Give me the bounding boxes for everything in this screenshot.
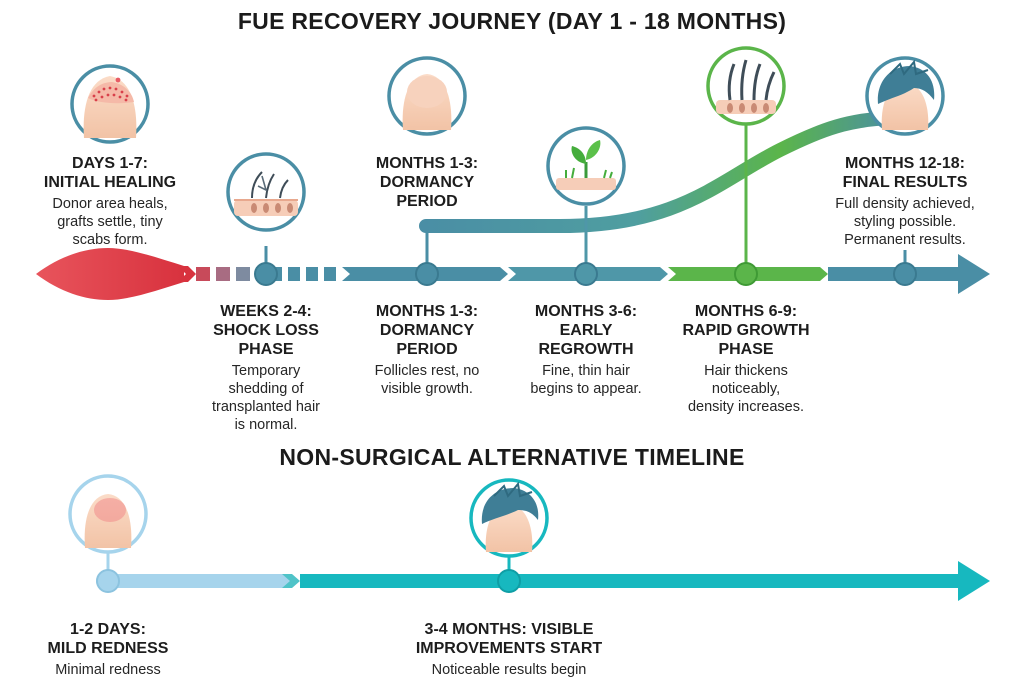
fue-timeline-track: [36, 248, 990, 300]
alt-timeline-track: [96, 561, 990, 601]
dash-4: [288, 267, 300, 281]
dash-3: [236, 267, 250, 281]
alt-node-1: [96, 569, 120, 593]
node-final: [893, 262, 917, 286]
node-regrowth: [574, 262, 598, 286]
stage-description: Minimal redness: [55, 662, 161, 678]
stage-heading: 1-2 DAYS:MILD REDNESS: [47, 621, 169, 657]
dash-1: [196, 267, 210, 281]
growth-curve: [419, 111, 907, 233]
stage-heading: MONTHS 12-18:FINAL RESULTS: [842, 155, 968, 191]
healing-phase-blob: [36, 248, 184, 300]
dash-6: [324, 267, 336, 281]
stage-months-12-18: MONTHS 12-18:FINAL RESULTS Full density …: [807, 154, 1003, 249]
alt-stage-1-2-days: 1-2 DAYS:MILD REDNESS Minimal redness: [18, 620, 198, 679]
node-dormancy: [415, 262, 439, 286]
red-scalp-head-icon: [68, 474, 148, 554]
sprout-icon: [546, 126, 626, 206]
secondary-title: NON-SURGICAL ALTERNATIVE TIMELINE: [279, 444, 745, 470]
stage-description: Full density achieved,styling possible.P…: [835, 196, 975, 248]
stage-heading: DAYS 1-7:INITIAL HEALING: [43, 155, 177, 191]
node-rapid: [734, 262, 758, 286]
main-title: FUE RECOVERY JOURNEY (DAY 1 - 18 MONTHS): [237, 8, 787, 34]
chevron-1: [178, 266, 196, 282]
timeline-arrowhead: [958, 254, 990, 294]
node-weeks: [254, 262, 278, 286]
head-grafts-icon: [70, 64, 150, 144]
styled-hair-head-icon: [469, 478, 549, 558]
alt-segment-teal: [300, 574, 960, 588]
follicle-growth-icon: [706, 46, 786, 126]
alt-chevron: [282, 574, 300, 588]
alt-segment-light: [96, 574, 292, 588]
follicle-shedding-icon: [226, 152, 306, 232]
dash-5: [306, 267, 318, 281]
full-hair-head-icon: [865, 56, 945, 136]
bald-head-icon: [387, 56, 467, 136]
stage-description: Noticeable results begin: [431, 662, 587, 678]
dash-2: [216, 267, 230, 281]
alt-node-2: [497, 569, 521, 593]
stage-days-1-7: DAYS 1-7:INITIAL HEALING Donor area heal…: [20, 154, 200, 249]
alt-arrowhead: [958, 561, 990, 601]
